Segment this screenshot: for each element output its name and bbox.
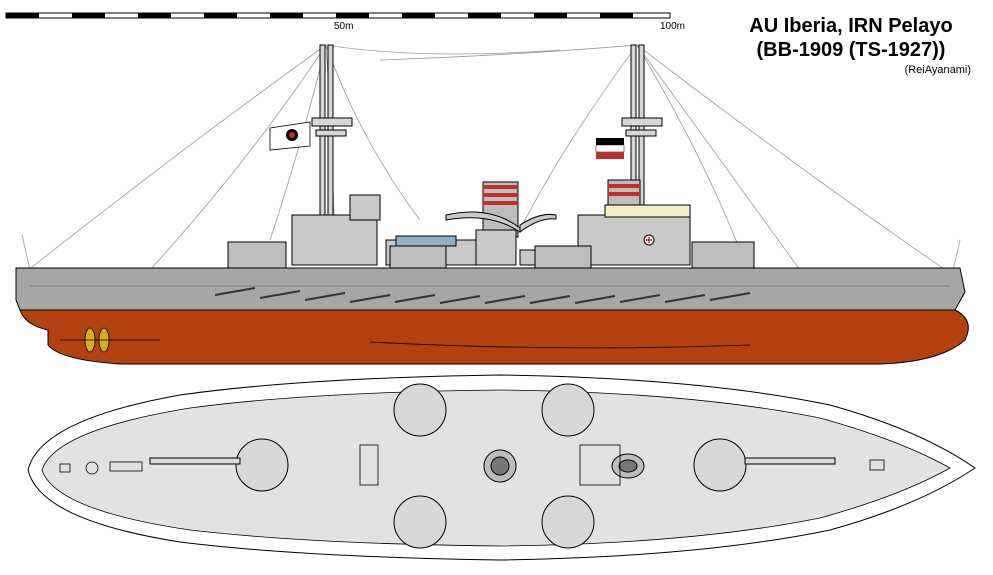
propeller-icon bbox=[60, 327, 160, 353]
fore-funnel bbox=[482, 181, 519, 238]
naval-ensign-icon bbox=[595, 138, 625, 159]
author-credit: (ReiAyanami) bbox=[904, 64, 971, 76]
gun-turret-icon bbox=[149, 383, 836, 549]
gun-turret-icon bbox=[227, 241, 755, 269]
scale-mid-label: 50m bbox=[334, 21, 353, 32]
rigging-lines bbox=[21, 44, 961, 281]
hull-upper bbox=[15, 267, 966, 311]
scale-end-label: 100m bbox=[660, 21, 685, 32]
hull-lower bbox=[19, 309, 969, 365]
deck-fittings bbox=[59, 444, 885, 486]
title-line-2: (BB-1909 (TS-1927)) bbox=[756, 39, 946, 61]
naval-ensign-icon bbox=[269, 121, 311, 151]
title-block: AU Iberia, IRN Pelayo (BB-1909 (TS-1927)… bbox=[731, 14, 971, 76]
casemate-guns bbox=[214, 287, 751, 304]
scale-bar bbox=[5, 12, 671, 19]
title-line-1: AU Iberia, IRN Pelayo bbox=[749, 15, 953, 37]
